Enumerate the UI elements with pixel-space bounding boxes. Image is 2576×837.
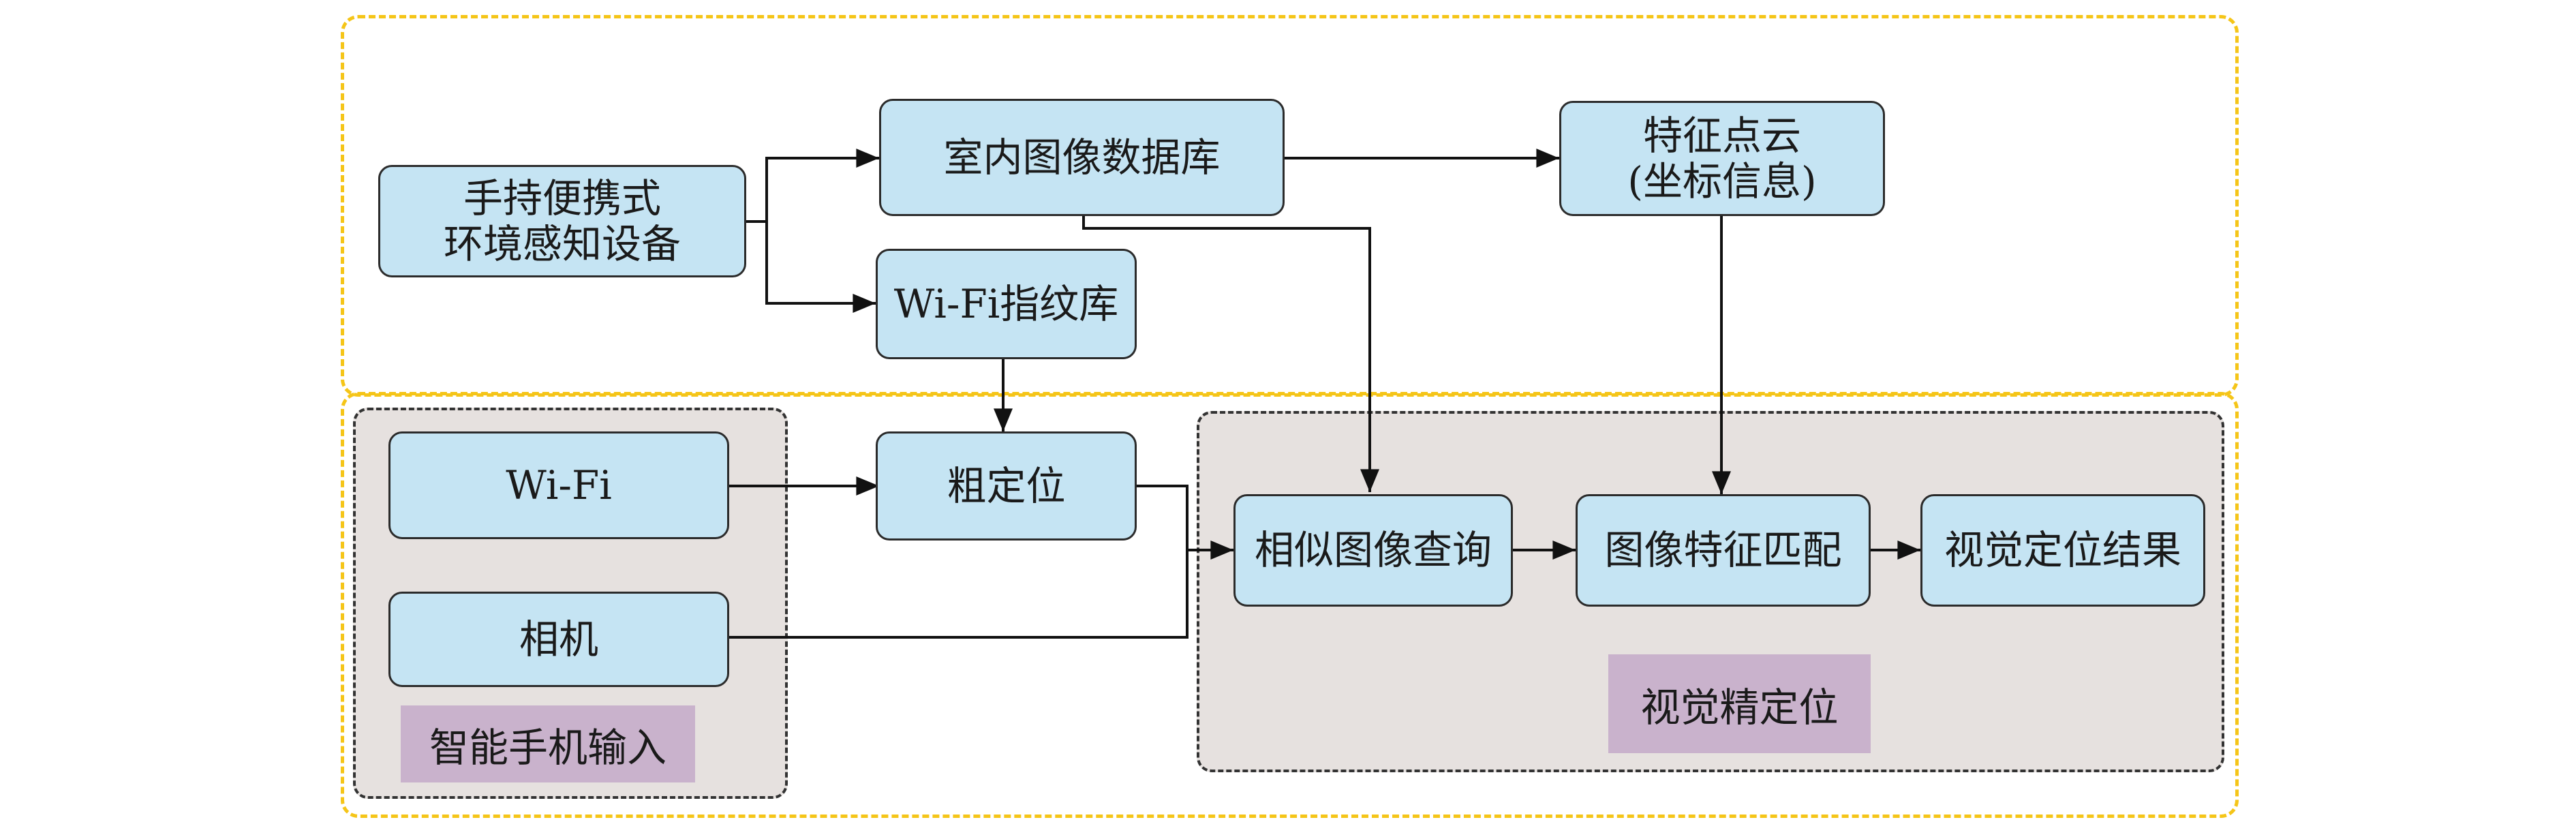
arrow-camera-to-query (729, 550, 1189, 639)
arrow-device-to-image-db (746, 149, 879, 223)
smartphone-input-label: 智能手机输入 (401, 705, 695, 782)
coarse-positioning-node: 粗定位 (876, 431, 1137, 541)
handheld-device-node: 手持便携式 环境感知设备 (378, 165, 746, 277)
wifi-fingerprint-db-node: Wi-Fi指纹库 (876, 249, 1137, 359)
arrow-coarse-to-query (1137, 485, 1233, 560)
visual-fine-positioning-label: 视觉精定位 (1608, 654, 1871, 753)
online-stage-frame (341, 392, 2239, 818)
indoor-image-db-node: 室内图像数据库 (879, 99, 1285, 216)
arrow-image-db-to-query (1082, 216, 1379, 493)
feature-point-cloud-node: 特征点云 (坐标信息) (1559, 101, 1885, 216)
arrow-device-to-wifi-db (765, 222, 876, 313)
wifi-input-node: Wi-Fi (388, 431, 729, 539)
similar-image-query-node: 相似图像查询 (1233, 494, 1513, 607)
visual-positioning-result-node: 视觉定位结果 (1920, 494, 2205, 607)
camera-input-node: 相机 (388, 592, 729, 687)
image-feature-matching-node: 图像特征匹配 (1576, 494, 1871, 607)
